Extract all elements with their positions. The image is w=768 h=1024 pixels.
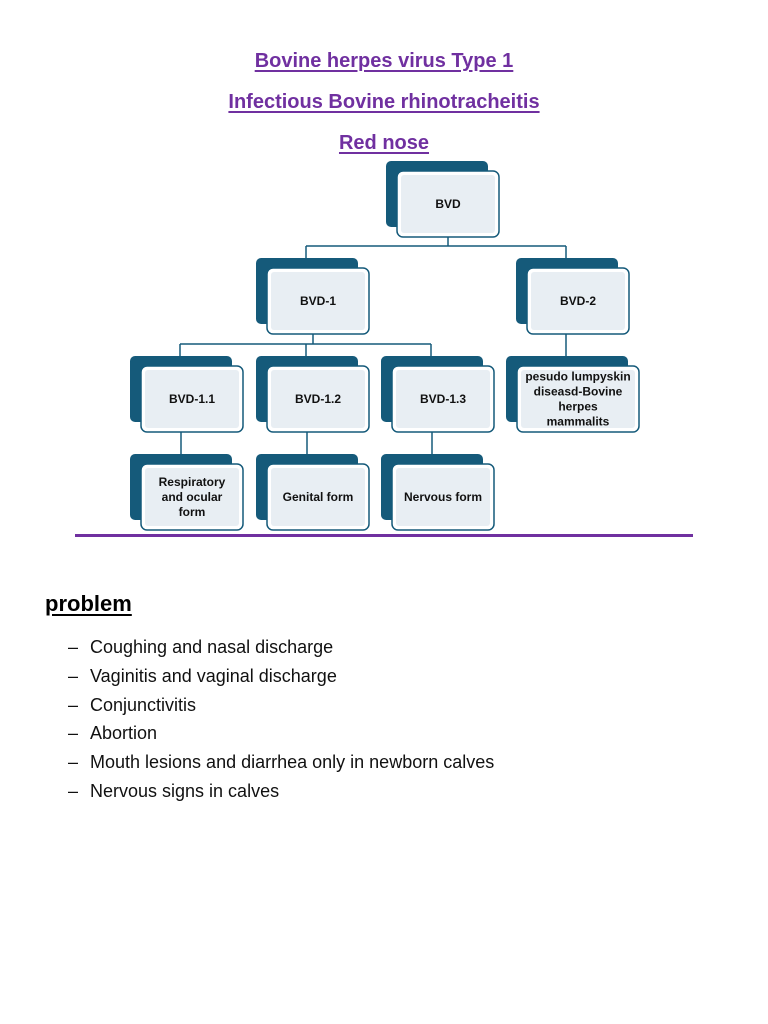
bullet-dash: – — [68, 723, 79, 744]
title-disease-name: Infectious Bovine rhinotracheitis — [228, 91, 540, 113]
list-item: –Vaginitis and vaginal discharge — [68, 662, 494, 691]
node-label: BVD — [435, 197, 461, 211]
list-item: –Conjunctivitis — [68, 691, 494, 720]
list-item: –Abortion — [68, 719, 494, 748]
list-item-text: Mouth lesions and diarrhea only in newbo… — [90, 752, 495, 773]
node-label: BVD-1.3 — [420, 392, 466, 406]
node-label: and ocular — [162, 490, 223, 504]
node-card-fill — [396, 370, 490, 428]
node-label: BVD-1.2 — [295, 392, 341, 406]
node-card-fill — [531, 272, 625, 330]
problem-heading: problem — [45, 591, 132, 616]
node-label: BVD-2 — [560, 294, 596, 308]
title-virus-name: Bovine herpes virus Type 1 — [254, 50, 514, 72]
node-card-fill — [271, 468, 365, 526]
list-item-text: Nervous signs in calves — [90, 780, 280, 801]
node-card-fill — [401, 175, 495, 233]
node-label: mammalits — [547, 415, 610, 429]
list-item-text: Abortion — [90, 723, 158, 744]
divider-line — [75, 534, 693, 537]
node-card-fill — [145, 370, 239, 428]
node-label: Genital form — [283, 490, 354, 504]
node-label: Nervous form — [404, 490, 482, 504]
list-item-text: Coughing and nasal discharge — [90, 637, 334, 657]
node-card-fill — [145, 468, 239, 526]
problem-list: –Coughing and nasal discharge –Vaginitis… — [68, 633, 494, 806]
node-label: pesudo lumpyskin — [525, 370, 630, 384]
node-card-fill — [521, 370, 635, 428]
node-label: herpes — [558, 400, 598, 414]
node-label: form — [179, 505, 206, 519]
list-item-text: Vaginitis and vaginal discharge — [90, 665, 337, 686]
title-common-name: Red nose — [338, 132, 430, 154]
bullet-dash: – — [68, 752, 79, 773]
node-card-fill — [271, 272, 365, 330]
list-item: –Nervous signs in calves — [68, 777, 494, 806]
bullet-dash: – — [68, 665, 79, 686]
node-label: BVD-1.1 — [169, 392, 215, 406]
list-item: –Mouth lesions and diarrhea only in newb… — [68, 748, 494, 777]
node-label: Respiratory — [159, 475, 226, 489]
node-label: diseasd-Bovine — [534, 385, 623, 399]
list-item: –Coughing and nasal discharge — [68, 633, 494, 662]
list-item-text: Conjunctivitis — [90, 694, 197, 715]
bullet-dash: – — [68, 694, 79, 715]
bullet-dash: – — [68, 780, 79, 801]
node-card-fill — [271, 370, 365, 428]
bullet-dash: – — [68, 637, 79, 657]
node-card-fill — [396, 468, 490, 526]
node-label: BVD-1 — [300, 294, 336, 308]
